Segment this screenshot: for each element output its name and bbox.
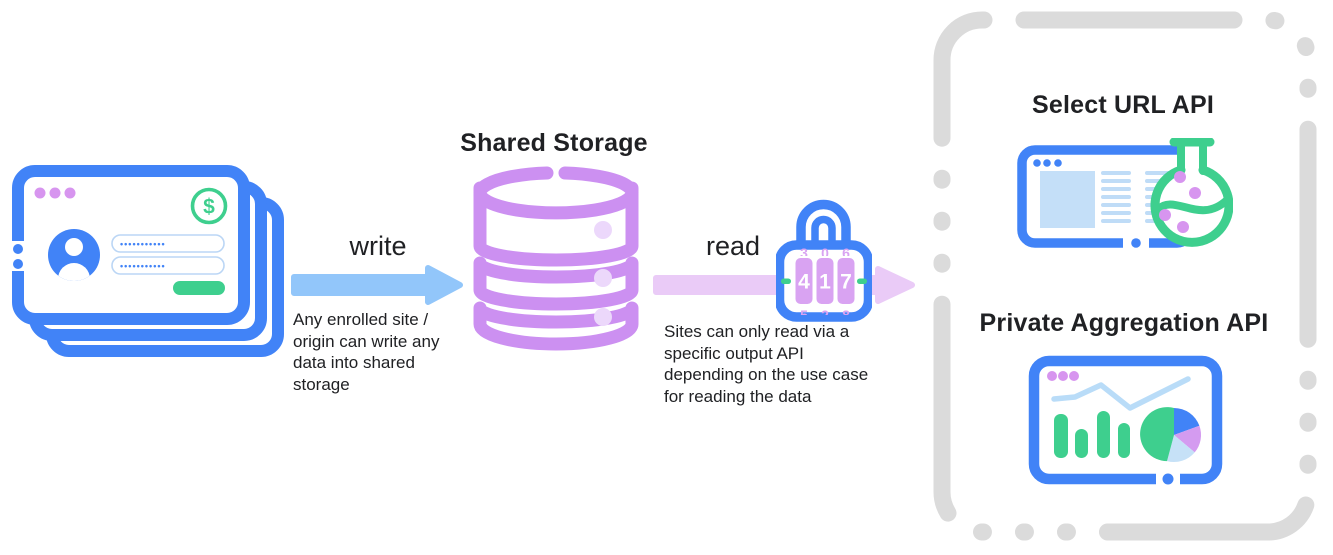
border-dot-icon [1131, 238, 1141, 248]
output-api-container-border [933, 11, 1317, 541]
svg-text:6: 6 [842, 245, 850, 261]
flask-icon [1150, 138, 1233, 247]
lock-icon: 3 0 6 5 2 8 4 1 7 [776, 199, 872, 323]
dollar-glyph: $ [203, 196, 215, 219]
bar-chart-icon [1054, 411, 1130, 458]
lock-tick-icon [781, 278, 791, 284]
svg-text:8: 8 [842, 307, 850, 323]
flask-liquid-line [1153, 196, 1231, 215]
lock-wheel-below-row: 5 2 8 [800, 307, 850, 323]
private-aggregation-api-title: Private Aggregation API [979, 309, 1269, 337]
avatar-icon [48, 229, 100, 281]
lock-shackle-inner [811, 215, 836, 254]
dollar-icon: $ [190, 187, 228, 225]
password-field[interactable]: ••••••••••• [111, 234, 225, 253]
svg-text:0: 0 [821, 245, 829, 261]
lock-digit: 4 [798, 271, 810, 294]
read-label: read [705, 231, 761, 261]
lock-wheels[interactable]: 4 1 7 [795, 258, 855, 304]
border-dot-icon [13, 259, 23, 269]
site-windows-icon: $ ••••••••••• ••••••••••• [11, 165, 284, 357]
select-url-api-title: Select URL API [1031, 91, 1215, 119]
content-block [1040, 171, 1095, 228]
password-value: ••••••••••• [120, 239, 166, 249]
window-dots-icon [1047, 371, 1079, 381]
lock-wheel-above-row: 3 0 6 [800, 245, 850, 261]
write-arrow-icon [291, 265, 463, 305]
pie-chart-icon [1140, 407, 1202, 463]
svg-text:5: 5 [800, 307, 808, 323]
db-dot-icon [594, 221, 612, 239]
lock-digit: 1 [819, 271, 831, 294]
read-description: Sites can only read via a specific outpu… [664, 322, 869, 406]
svg-text:3: 3 [800, 245, 808, 261]
select-url-api-icon [1017, 138, 1233, 251]
lock-tick-icon [857, 278, 867, 284]
db-band-bottom [473, 301, 639, 351]
database-icon [473, 166, 639, 351]
write-label: write [349, 231, 407, 261]
password-field-2[interactable]: ••••••••••• [111, 256, 225, 275]
submit-button[interactable] [173, 281, 225, 295]
border-dot-icon [13, 244, 23, 254]
storage-title: Shared Storage [460, 129, 648, 157]
db-dot-icon [594, 269, 612, 287]
db-band-middle [473, 256, 639, 311]
line-chart-icon [1051, 376, 1191, 411]
svg-text:2: 2 [821, 307, 829, 323]
lock-shackle-outer [796, 199, 851, 255]
write-description: Any enrolled site / origin can write any… [293, 310, 440, 394]
flask-bubbles [1159, 171, 1201, 233]
private-aggregation-api-icon [1028, 355, 1223, 487]
password-value: ••••••••••• [120, 261, 166, 271]
lock-digit: 7 [840, 271, 852, 294]
window-dots-icon [34, 187, 76, 199]
db-dot-icon [594, 308, 612, 326]
border-dot-icon [1162, 473, 1174, 485]
db-lid [473, 166, 639, 220]
